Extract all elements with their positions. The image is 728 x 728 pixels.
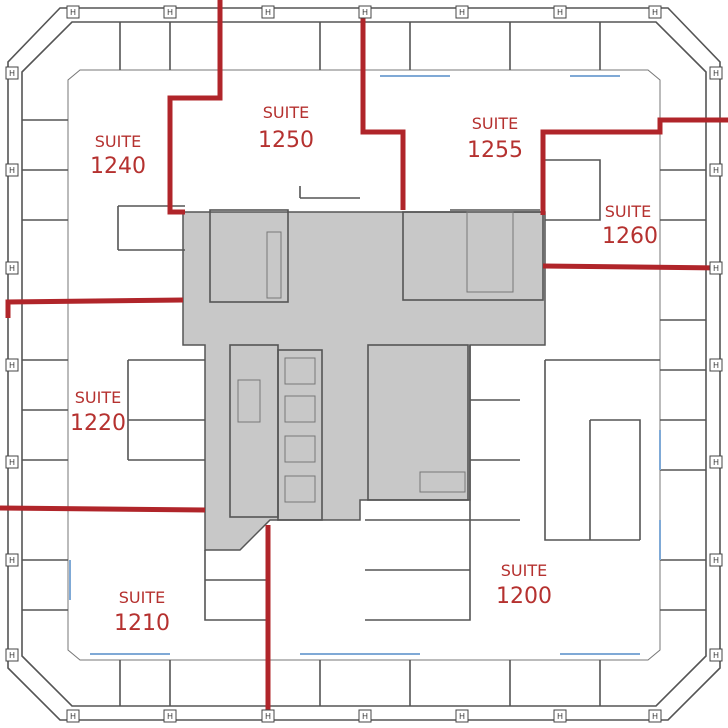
column-marker: H [66,709,80,723]
column-marker-label: H [9,361,15,370]
column-marker: H [648,709,662,723]
column-marker: H [5,163,19,177]
building-core [182,209,546,551]
column-marker: H [709,358,723,372]
column-marker-label: H [167,8,173,17]
suite-1240-word: SUITE [95,132,141,151]
column-marker-label: H [265,712,271,721]
column-marker-label: H [70,8,76,17]
column-marker-label: H [459,8,465,17]
suite-1210-number: 1210 [114,611,170,636]
column-marker: H [5,358,19,372]
suite-1200-number: 1200 [496,584,552,609]
column-marker: H [261,5,275,19]
interior-walls [22,22,706,706]
suite-1260-number: 1260 [602,224,658,249]
column-marker-label: H [9,264,15,273]
h-markers: H H H H H H H H H H H H H H H H H H H H H H H H H H H H [5,5,723,723]
column-marker-label: H [9,458,15,467]
suite-1240-number: 1240 [90,154,146,179]
column-marker: H [553,709,567,723]
column-marker: H [261,709,275,723]
column-marker: H [709,553,723,567]
column-marker-label: H [713,166,719,175]
column-marker: H [5,66,19,80]
column-marker-label: H [9,69,15,78]
column-marker-label: H [652,712,658,721]
column-marker-label: H [167,712,173,721]
column-marker: H [163,5,177,19]
column-marker: H [5,648,19,662]
suite-1255-number: 1255 [467,138,523,163]
column-marker-label: H [713,556,719,565]
column-marker-label: H [713,264,719,273]
column-marker: H [709,163,723,177]
column-marker-label: H [557,712,563,721]
column-marker-label: H [362,8,368,17]
column-marker: H [553,5,567,19]
column-marker-label: H [557,8,563,17]
column-marker-label: H [713,651,719,660]
glazing [69,75,661,655]
column-marker-label: H [9,556,15,565]
column-marker-label: H [713,361,719,370]
column-marker: H [5,455,19,469]
column-marker: H [709,66,723,80]
column-marker-label: H [713,69,719,78]
column-marker-label: H [459,712,465,721]
column-marker-label: H [9,166,15,175]
suite-1260-word: SUITE [605,202,651,221]
suite-1210-word: SUITE [119,588,165,607]
column-marker: H [66,5,80,19]
column-marker: H [5,261,19,275]
column-marker-label: H [362,712,368,721]
suite-labels: SUITE 1240 SUITE 1250 SUITE 1255 SUITE 1… [70,103,658,636]
column-marker: H [709,261,723,275]
column-marker: H [455,709,469,723]
column-marker: H [358,5,372,19]
column-marker: H [709,455,723,469]
suite-1200-word: SUITE [501,561,547,580]
column-marker: H [358,709,372,723]
column-marker-label: H [70,712,76,721]
column-marker-label: H [652,8,658,17]
column-marker-label: H [265,8,271,17]
suite-1250-word: SUITE [263,103,309,122]
suite-1220-number: 1220 [70,411,126,436]
column-marker: H [648,5,662,19]
suite-1255-word: SUITE [472,114,518,133]
column-marker: H [709,648,723,662]
column-marker: H [5,553,19,567]
column-marker: H [455,5,469,19]
column-marker-label: H [713,458,719,467]
column-marker: H [163,709,177,723]
suite-1250-number: 1250 [258,128,314,153]
suite-1220-word: SUITE [75,388,121,407]
column-marker-label: H [9,651,15,660]
